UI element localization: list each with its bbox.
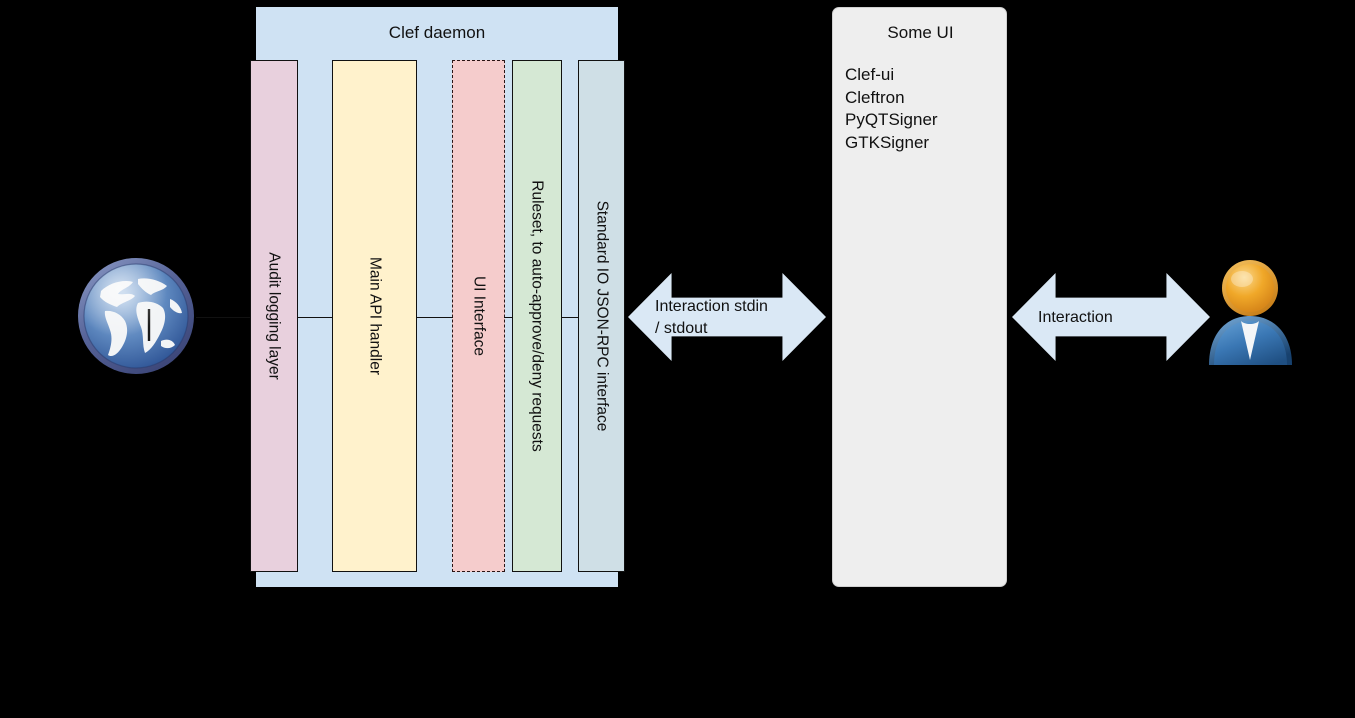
clef-daemon-title: Clef daemon	[388, 23, 486, 42]
connector-globe-to-daemon	[196, 317, 252, 318]
box-standard-io-json-rpc-interface-label: Standard IO JSON-RPC interface	[593, 200, 610, 432]
globe-icon	[75, 255, 197, 377]
box-standard-io-json-rpc-interface[interactable]: Standard IO JSON-RPC interface	[578, 60, 625, 572]
connector-ui-interface-to-ruleset	[504, 317, 513, 318]
box-main-api-handler-label: Main API handler	[366, 256, 383, 376]
box-ui-interface[interactable]: UI Interface	[452, 60, 505, 572]
connector-ruleset-to-json-rpc	[561, 317, 579, 318]
connector-main-api-to-ui-interface	[416, 317, 453, 318]
box-audit-logging-layer-label: Audit logging layer	[265, 252, 283, 380]
box-ruleset-label: Ruleset, to auto-approve/deny requests	[528, 180, 546, 452]
list-item: Clef-ui	[845, 65, 895, 84]
box-main-api-handler[interactable]: Main API handler	[332, 60, 417, 572]
some-ui-list: Clef-ui Cleftron PyQTSigner GTKSigner	[845, 64, 1005, 154]
box-audit-logging-layer[interactable]: Audit logging layer	[250, 60, 298, 572]
arrow-interaction-label: Interaction	[1038, 309, 1113, 326]
user-icon	[1203, 256, 1298, 366]
box-ui-interface-label: UI Interface	[470, 275, 487, 357]
some-ui-title: Some UI	[887, 23, 954, 42]
list-item: GTKSigner	[845, 132, 930, 152]
connector-audit-to-main-api	[297, 317, 333, 318]
some-ui-panel: Some UI Clef-ui Cleftron PyQTSigner GTKS…	[832, 7, 1007, 587]
box-ruleset[interactable]: Ruleset, to auto-approve/deny requests	[512, 60, 562, 572]
clef-daemon-container: Clef daemon	[256, 7, 618, 587]
list-item: Cleftron	[845, 87, 905, 107]
list-item: PyQTSigner	[845, 110, 938, 129]
arrow-interaction-stdin-stdout-label: Interaction stdin / stdout	[655, 298, 768, 337]
